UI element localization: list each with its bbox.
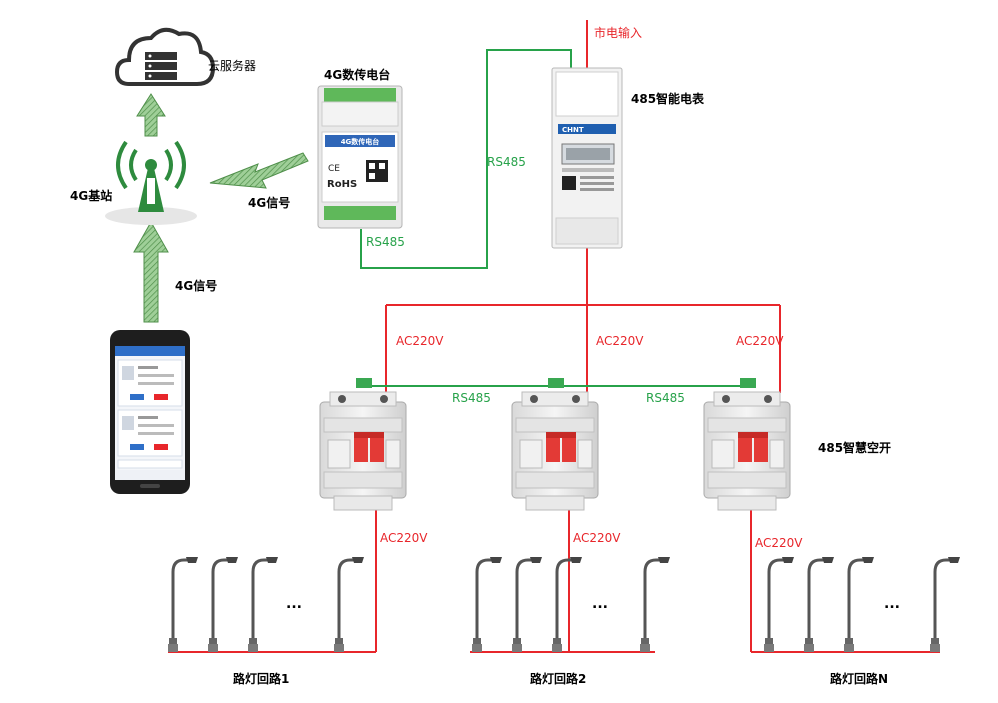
ac220v-label-top-1: AC220V — [396, 334, 444, 348]
street-lamp-icon — [206, 555, 240, 654]
street-lamp-icon — [928, 555, 962, 654]
street-lamp-icon — [510, 555, 544, 654]
street-lamp-icon — [802, 555, 836, 654]
street-lamp-icon — [638, 555, 672, 654]
rs485-terminal — [548, 378, 564, 388]
ac220v-label-top-2: AC220V — [596, 334, 644, 348]
rs485-terminal — [356, 378, 372, 388]
breaker-icon — [511, 391, 599, 511]
meter-icon: CHNT — [551, 67, 623, 249]
street-lamp-icon — [246, 555, 280, 654]
loop-label-2: 路灯回路2 — [530, 671, 586, 686]
mains-input-label: 市电输入 — [594, 25, 642, 40]
smartphone-icon — [110, 330, 190, 494]
ellipsis-loop-n: ... — [884, 596, 900, 612]
signal-label-dtu: 4G信号 — [248, 195, 290, 210]
street-lamp-icon — [470, 555, 504, 654]
breaker-icon — [319, 391, 407, 511]
meter-label: 485智能电表 — [631, 91, 705, 106]
ac220v-label-low-3: AC220V — [755, 536, 803, 550]
rs485-bus-label-1: RS485 — [452, 391, 491, 405]
rs485-terminal — [740, 378, 756, 388]
cloud-server-label: 云服务器 — [208, 58, 256, 73]
arrow-up-from-phone-icon — [133, 220, 169, 323]
street-lamp-icon — [762, 555, 796, 654]
ellipsis-loop-1: ... — [286, 596, 302, 612]
cloud-server-icon — [114, 27, 216, 86]
rs485-dtu-label: RS485 — [366, 235, 405, 249]
dtu-icon: 4G数传电台 CE RoHS — [317, 85, 403, 229]
antenna-tower-icon — [105, 140, 197, 225]
signal-label-phone: 4G信号 — [175, 278, 217, 293]
ac220v-label-low-1: AC220V — [380, 531, 428, 545]
ellipsis-loop-2: ... — [592, 596, 608, 612]
street-lamp-icon — [332, 555, 366, 654]
lamp-loop-2 — [470, 555, 672, 654]
ac220v-label-top-3: AC220V — [736, 334, 784, 348]
rs485-bus-label-2: RS485 — [646, 391, 685, 405]
arrow-up-to-cloud-icon — [136, 93, 166, 137]
breaker-label: 485智慧空开 — [818, 440, 891, 455]
lamp-loop-1 — [166, 555, 366, 654]
street-lamp-icon — [550, 555, 584, 654]
arrow-from-dtu-icon — [209, 152, 309, 189]
power-lines — [168, 20, 940, 653]
rs485-meter-label: RS485 — [487, 155, 526, 169]
dtu-ce-mark: CE — [328, 164, 340, 174]
lamp-loop-n — [762, 555, 962, 654]
dtu-rohs-mark: RoHS — [327, 179, 357, 190]
loop-label-n: 路灯回路N — [830, 671, 888, 686]
meter-brand: CHNT — [562, 126, 584, 134]
street-lamp-icon — [842, 555, 876, 654]
breaker-icon — [703, 391, 791, 511]
dtu-face-title: 4G数传电台 — [341, 137, 380, 146]
dtu-label: 4G数传电台 — [324, 67, 390, 82]
ac220v-label-low-2: AC220V — [573, 531, 621, 545]
loop-label-1: 路灯回路1 — [233, 671, 289, 686]
base-station-label: 4G基站 — [70, 188, 112, 203]
street-lamp-icon — [166, 555, 200, 654]
